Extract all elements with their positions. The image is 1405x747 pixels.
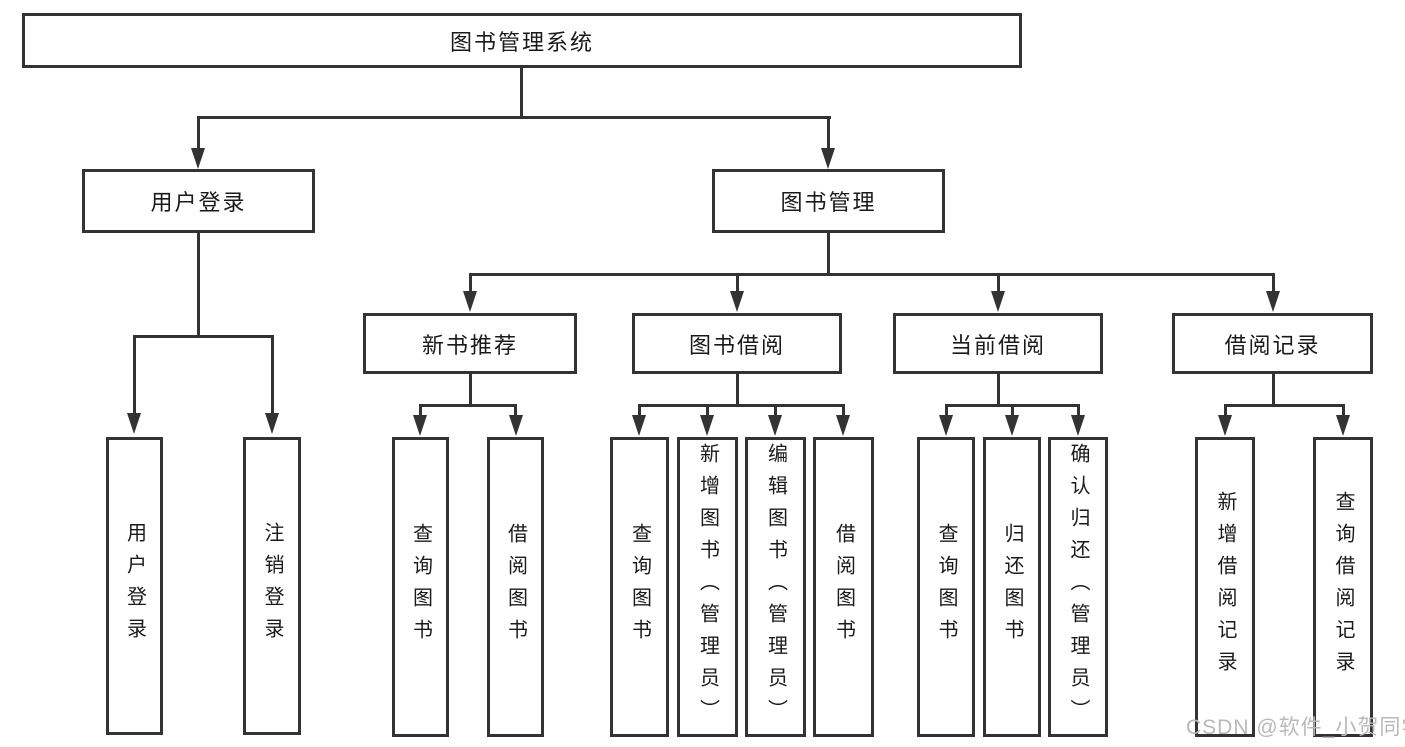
arrowhead-br-add — [1218, 415, 1232, 436]
edge-to-new-book — [469, 273, 472, 293]
edge-nb-borrow — [514, 404, 517, 418]
node-book-management: 图书管理 — [712, 169, 945, 233]
edge-level3-rail — [469, 273, 1275, 276]
edge-book-management-stub — [827, 232, 830, 276]
edge-cb-return — [1011, 404, 1014, 418]
leaf-add-borrow-record: 新增借阅记录 — [1195, 437, 1255, 737]
arrowhead-book-borrow — [730, 291, 744, 312]
edge-to-current-borrow — [997, 273, 1000, 293]
arrowhead-leaf-logout — [265, 413, 279, 434]
node-new-book-recommend: 新书推荐 — [363, 313, 577, 374]
edge-br-add — [1224, 404, 1227, 418]
node-user-login: 用户登录 — [82, 169, 315, 233]
arrowhead-br-search — [1336, 415, 1350, 436]
arrowhead-leaf-user-login — [127, 413, 141, 434]
arrowhead-borrow-records — [1266, 291, 1280, 312]
edge-br-search — [1342, 404, 1345, 418]
arrowhead-cb-search — [939, 415, 953, 436]
edge-root-stub — [520, 66, 523, 118]
leaf-borrow-books: 借阅图书 — [813, 437, 874, 737]
edge-cb-confirm — [1077, 404, 1080, 418]
edge-user-login-rail — [133, 335, 274, 338]
leaf-logout-login: 注销登录 — [243, 437, 301, 735]
leaf-search-books-current: 查询图书 — [917, 437, 975, 737]
leaf-search-borrow-record: 查询借阅记录 — [1313, 437, 1373, 737]
node-current-borrow: 当前借阅 — [893, 313, 1103, 374]
arrowhead-bb-add — [700, 415, 714, 436]
leaf-add-book-admin: 新增图书（管理员） — [677, 437, 738, 737]
edge-bb-borrow — [842, 404, 845, 418]
edge-to-leaf-logout — [271, 335, 274, 415]
leaf-borrow-books-recommend: 借阅图书 — [487, 437, 544, 737]
leaf-search-books-borrow: 查询图书 — [610, 437, 669, 737]
edge-new-book-stub — [469, 373, 472, 406]
arrowhead-nb-search — [413, 415, 427, 436]
edge-cb-search — [945, 404, 948, 418]
arrowhead-nb-borrow — [509, 415, 523, 436]
edge-book-borrow-stub — [736, 373, 739, 406]
edge-to-leaf-user-login — [133, 335, 136, 415]
edge-book-borrow-rail — [638, 404, 845, 407]
leaf-edit-book-admin: 编辑图书（管理员） — [745, 437, 806, 737]
arrowhead-bb-edit — [768, 415, 782, 436]
node-library-system-root: 图书管理系统 — [22, 13, 1022, 68]
edge-to-borrow-records — [1272, 273, 1275, 293]
edge-to-book-management — [827, 116, 830, 150]
leaf-user-login: 用户登录 — [106, 437, 163, 735]
edge-borrow-records-stub — [1272, 373, 1275, 406]
edge-new-book-rail — [419, 404, 517, 407]
edge-bb-add — [706, 404, 709, 418]
arrowhead-cb-return — [1005, 415, 1019, 436]
leaf-search-books-recommend: 查询图书 — [392, 437, 449, 737]
leaf-confirm-return-admin: 确认归还（管理员） — [1048, 437, 1108, 737]
edge-current-borrow-stub — [997, 373, 1000, 406]
arrowhead-cb-confirm — [1071, 415, 1085, 436]
arrowhead-book-management — [821, 148, 835, 169]
edge-to-user-login — [197, 116, 200, 150]
arrowhead-bb-search — [632, 415, 646, 436]
edge-borrow-records-rail — [1224, 404, 1344, 407]
edge-to-book-borrow — [736, 273, 739, 293]
edge-nb-search — [419, 404, 422, 418]
leaf-return-book: 归还图书 — [983, 437, 1041, 737]
arrowhead-bb-borrow — [836, 415, 850, 436]
edge-level2-rail — [197, 116, 831, 119]
edge-bb-search — [638, 404, 641, 418]
arrowhead-user-login — [191, 148, 205, 169]
node-borrow-records: 借阅记录 — [1172, 313, 1373, 374]
arrowhead-new-book — [463, 291, 477, 312]
edge-bb-edit — [774, 404, 777, 418]
edge-user-login-stub — [197, 232, 200, 338]
csdn-watermark: CSDN @软件_小贺同学 — [1186, 716, 1405, 739]
node-book-borrow: 图书借阅 — [632, 313, 842, 374]
arrowhead-current-borrow — [991, 291, 1005, 312]
